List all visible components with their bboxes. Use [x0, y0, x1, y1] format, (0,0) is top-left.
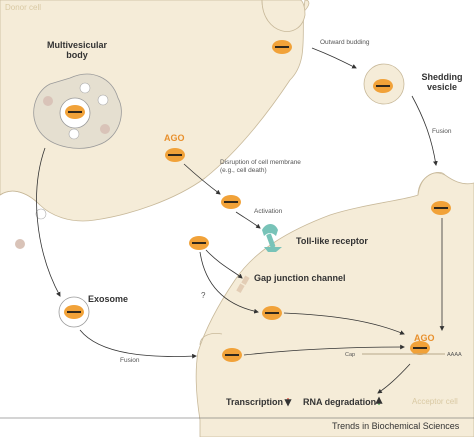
ago-in-shedding-vesicle — [373, 79, 393, 93]
arrow-ago-down — [199, 251, 259, 314]
arrow-disruption — [183, 163, 221, 195]
toll-like-receptor — [262, 224, 282, 252]
gap-junction-channel-label: Gap junction channel — [254, 273, 346, 283]
gap-junction-channel — [236, 275, 250, 293]
aaaa-label: AAAA — [447, 352, 462, 358]
multivesicular-body-label: Multivesicular body — [46, 40, 108, 60]
acceptor-top-bud — [417, 171, 446, 196]
fusion-bottom-label: Fusion — [120, 357, 140, 364]
ago-gap-junction — [262, 306, 282, 320]
ago-on-mrna — [410, 341, 430, 355]
arrow-exosome-fusion — [79, 329, 197, 359]
transcription-label: Transcription — [226, 397, 284, 407]
ago-fusion — [222, 348, 242, 362]
ago-in-bud — [272, 40, 292, 54]
acceptor-cell-shape — [195, 172, 474, 437]
acceptor-fusion-bulge — [199, 333, 223, 346]
arrow-shedding-fusion — [411, 95, 438, 166]
arrow-ago-gap — [205, 249, 243, 279]
ago-right-label: AGO — [414, 333, 435, 343]
donor-cell-label: Donor cell — [5, 3, 42, 12]
activation-label: Activation — [254, 208, 283, 215]
exosome-label: Exosome — [88, 294, 129, 304]
outward-budding-label: Outward budding — [320, 39, 370, 46]
arrow-fusion-to-target — [243, 344, 405, 356]
rna-degradation-label: RNA degradation — [303, 397, 377, 407]
toll-like-receptor-label: Toll-like receptor — [296, 236, 368, 246]
cap-label: Cap — [345, 352, 356, 358]
ago-disruption — [221, 195, 241, 209]
acceptor-cell-label: Acceptor cell — [412, 397, 458, 406]
ago-mid — [189, 236, 209, 250]
ago-free-left — [165, 148, 185, 162]
disruption-label: Disruption of cell membrane (e.g., cell … — [220, 159, 301, 174]
arrow-mvb-exosome — [36, 147, 61, 297]
ago-exosome — [64, 305, 84, 319]
arrow-to-rna-degradation — [377, 363, 411, 394]
free-vesicle-1 — [35, 208, 47, 220]
shedding-vesicle-label: Shedding vesicle — [421, 72, 463, 92]
ago-acceptor-right — [431, 201, 451, 215]
arrow-gap-to-target — [283, 312, 405, 335]
arrow-outward-budding — [311, 47, 357, 69]
arrow-activation — [235, 211, 261, 229]
outward-budding-bud — [261, 0, 306, 32]
journal-credit: Trends in Biochemical Sciences — [332, 421, 460, 431]
fusion-top-label: Fusion — [432, 128, 452, 135]
free-vesicle-2 — [15, 239, 25, 249]
ago-in-mvb — [65, 105, 85, 119]
ago-left-label: AGO — [164, 133, 185, 143]
question-mark-label: ? — [201, 291, 206, 300]
